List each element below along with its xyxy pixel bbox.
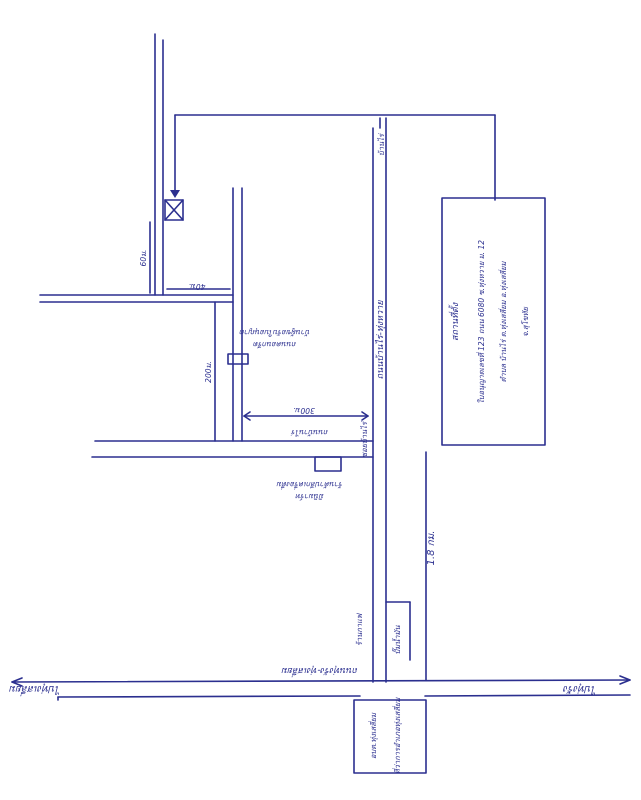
arrow-down-icon (170, 190, 180, 198)
main-road-bottom (11, 675, 631, 701)
road-top-end-label: บ้านไร่ (377, 133, 386, 156)
road-right-end-label: ไปทุ่งรัง (562, 683, 596, 695)
address-line-2: ใบอนุญาตเลขที่ 123 ถนน 6080 ซ.ทุ่งหวาย ม… (476, 240, 486, 404)
left-vertical-road (154, 33, 164, 296)
upper-road (39, 294, 234, 303)
arrow-left-icon (11, 677, 23, 687)
cross-road-label: ถนนบ้านไร่-ทุ่งหวาย (374, 300, 386, 380)
vertical-road (372, 117, 387, 683)
gas-station-box (385, 601, 411, 661)
middle-road (91, 440, 374, 458)
inner-vertical-road (232, 187, 243, 442)
dimension-60m-label: 60ม. (139, 250, 148, 267)
house-note: บ้านผู้ขอรับใบอนุญาต (239, 328, 311, 337)
bottom-box (353, 699, 427, 774)
distance-1-8km-label: 1.8 กม. (426, 531, 437, 566)
shop-note: ร้านค้าปลีกเครื่องดื่ม (276, 480, 343, 490)
address-line-3: ตำบล บ้านไร่ ต.ทุ่งเสลี่ยม อ.ทุ่งเสลี่ยม (498, 260, 508, 382)
address-line-4: จ.สุโขทัย (521, 306, 530, 336)
road-left-end-label: ไปทุ่งเสลี่ยม (8, 683, 60, 697)
road-mid-label: ถนนบ้านไร่ (291, 428, 329, 437)
gas-station-note: ปั๊มน้ำมัน (392, 625, 402, 655)
dimension-300m-label: 300ม. (293, 406, 315, 415)
destination-x-box (164, 199, 184, 221)
shop-box (314, 456, 342, 472)
address-line-1: สถานที่ตั้ง (448, 302, 461, 341)
dimension-300m (243, 411, 369, 421)
soi-label: ซอยบ้านไร่ (360, 421, 369, 458)
house-note-2: ถนนคอนกรีต (252, 340, 296, 349)
arrow-right-icon (619, 675, 631, 685)
shop-note-2: มินิมาร์ท (295, 492, 324, 501)
house-marker (227, 353, 249, 365)
main-road-lower-label: ถนนทุ่งรัง-ทุ่งเสลี่ยม (281, 665, 358, 678)
dimension-40m-label: 40ม. (189, 282, 206, 291)
dimension-200m-label: 200ม. (204, 361, 213, 383)
ptt-note: อบต.ทุ่งเสลี่ยม (368, 712, 378, 759)
ptt-note-2: ที่ว่าการอำเภอทุ่งเสลี่ยม (392, 697, 402, 775)
address-box (441, 197, 546, 446)
school-note: ร้านกาแฟ (355, 612, 364, 646)
destination-route (164, 114, 496, 221)
